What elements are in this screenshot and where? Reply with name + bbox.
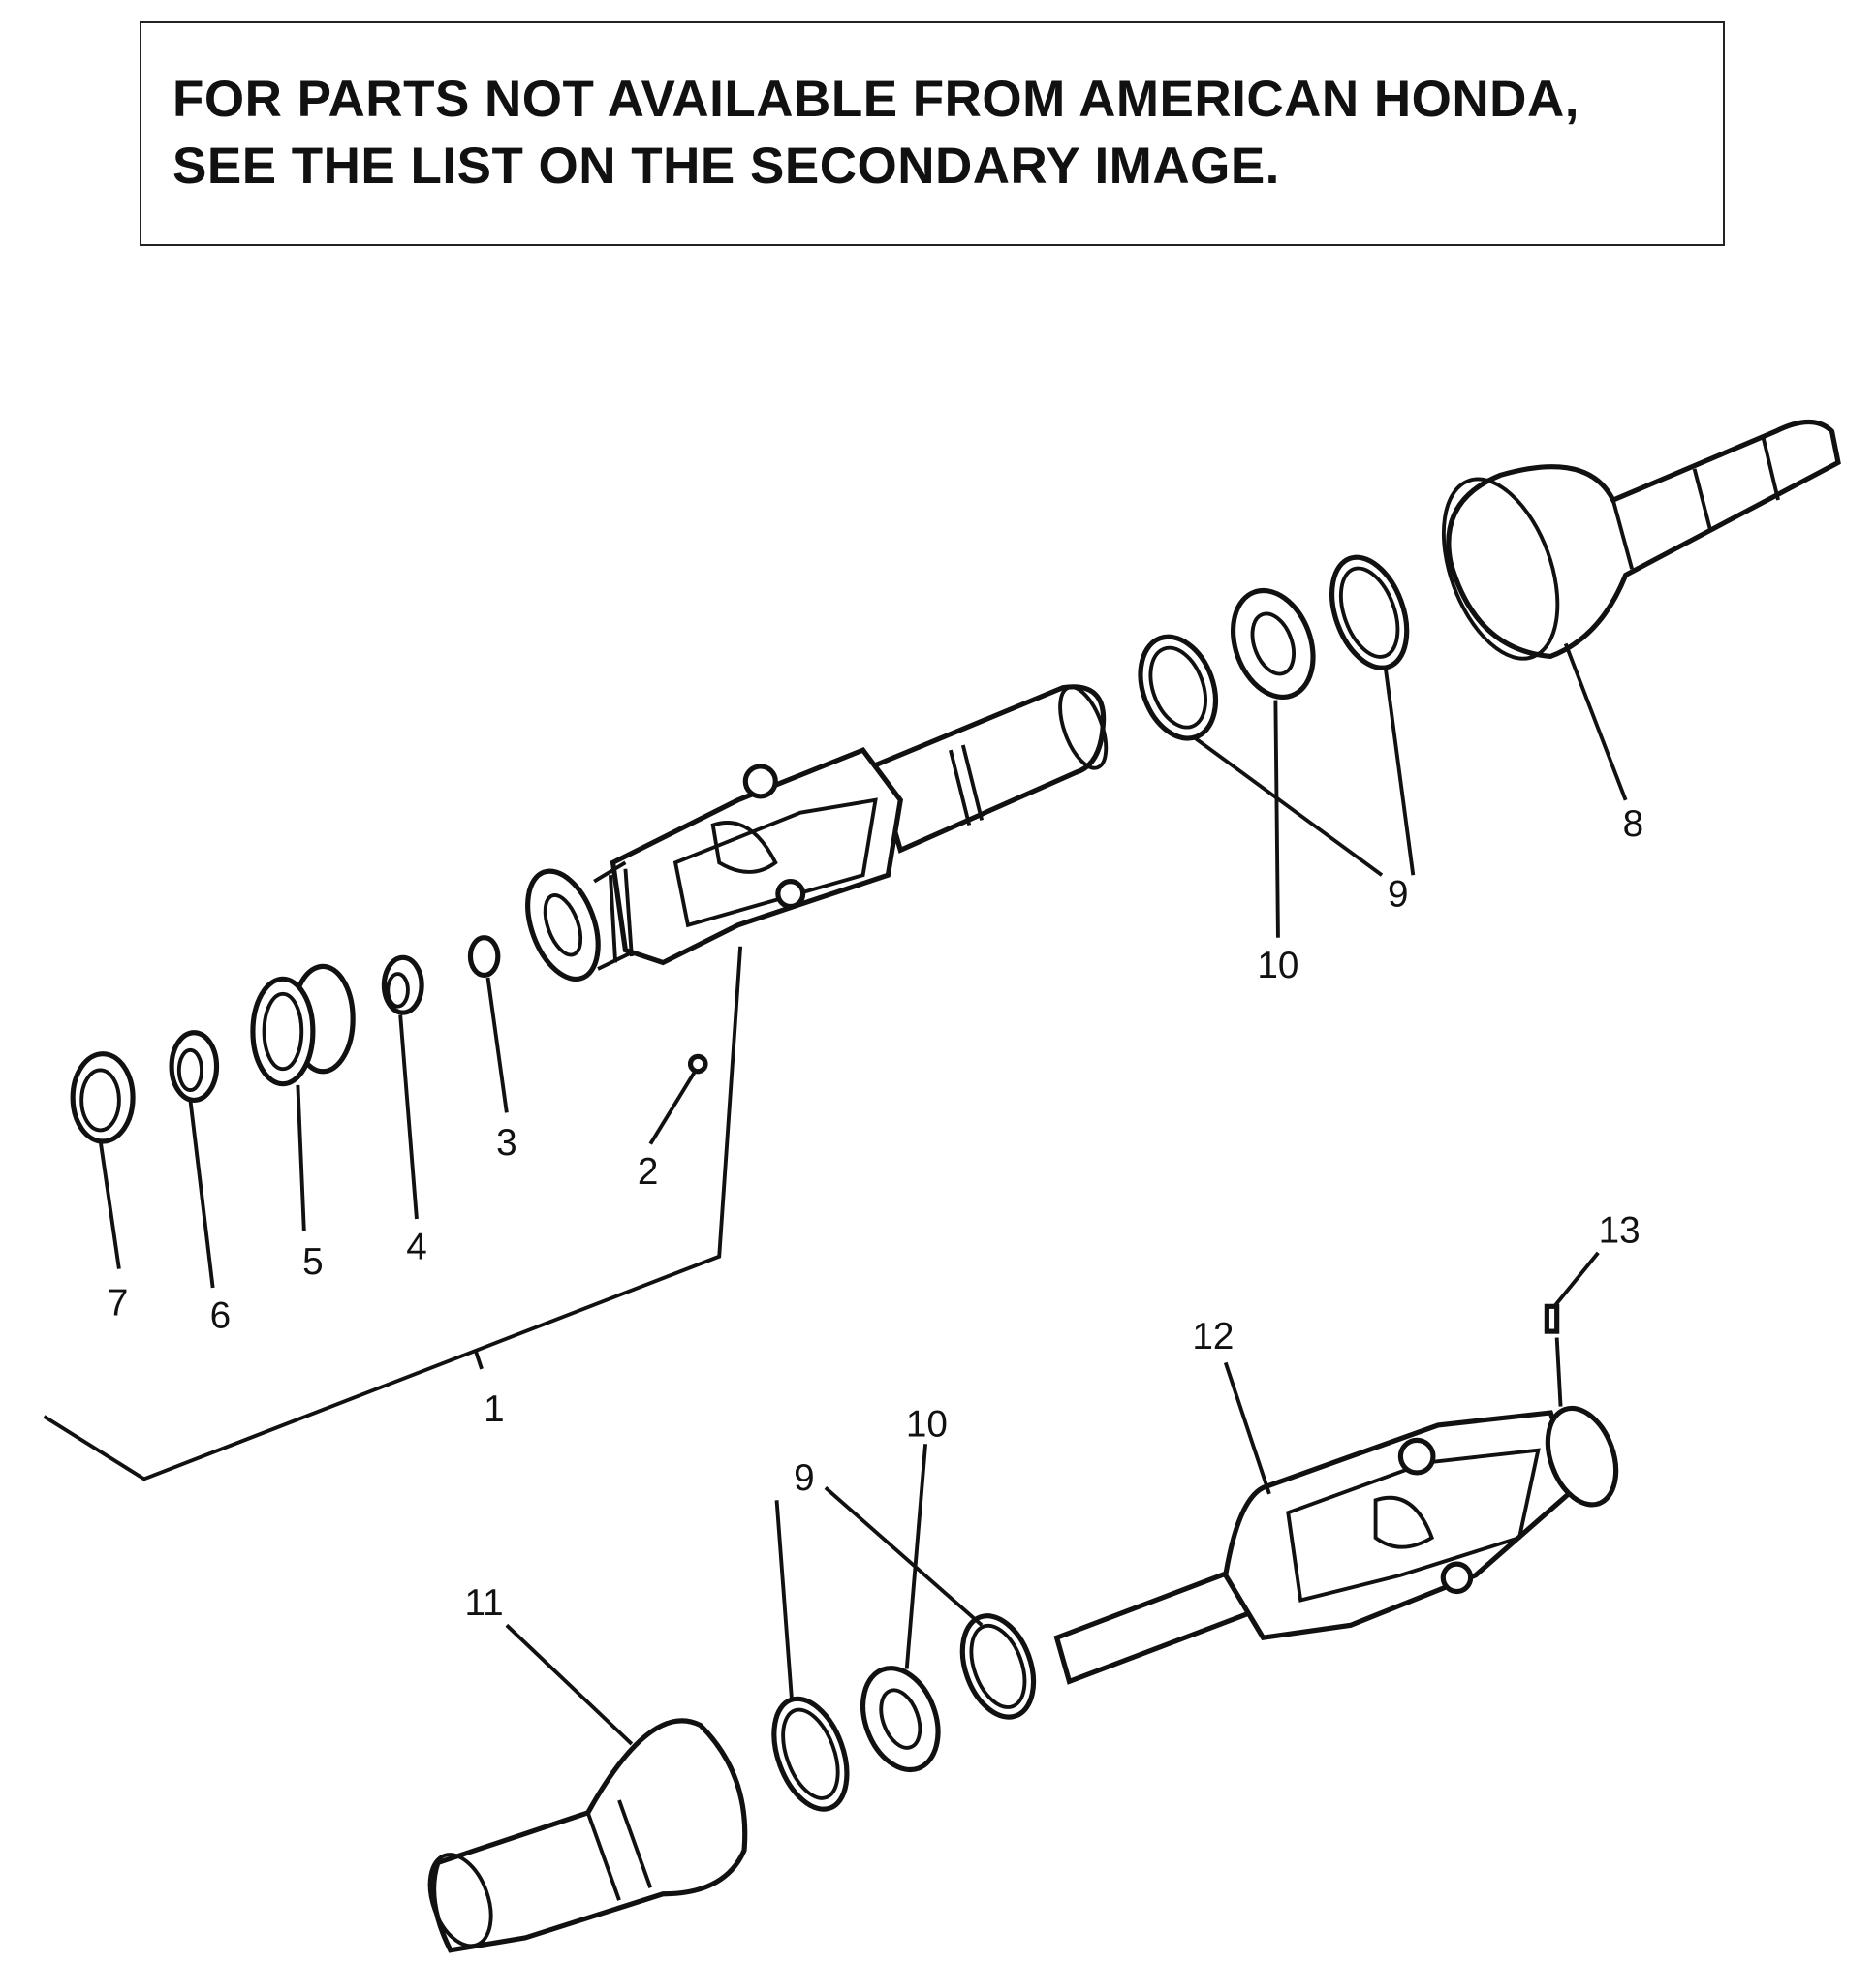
callout-4: 4	[406, 1226, 427, 1267]
part-5-bushing	[250, 963, 356, 1087]
part-3-ring	[467, 935, 501, 978]
callout-10-lower: 10	[906, 1404, 948, 1446]
callout-9-upper: 9	[1388, 873, 1409, 915]
part-13-grease-fitting	[1544, 1303, 1560, 1334]
callout-3: 3	[496, 1122, 517, 1164]
callout-5: 5	[302, 1241, 324, 1283]
callout-1: 1	[484, 1388, 505, 1430]
part-12-yoke-shaft	[1053, 1405, 1619, 1685]
upper-shaft-assembly	[525, 684, 1109, 982]
part-10-bearing-lower	[860, 1666, 941, 1773]
part-9-seal-lower-left	[771, 1696, 850, 1812]
callout-12: 12	[1192, 1316, 1234, 1357]
part-2-ball	[687, 1053, 708, 1075]
part-9-seal-upper-right	[1329, 554, 1410, 670]
part-11-bell-yoke	[427, 1718, 748, 1953]
callout-2: 2	[638, 1151, 659, 1193]
callout-8: 8	[1623, 803, 1644, 845]
leader-lines	[43, 642, 1628, 1746]
parts-availability-notice: FOR PARTS NOT AVAILABLE FROM AMERICAN HO…	[140, 21, 1725, 246]
part-10-bearing-upper	[1230, 587, 1316, 701]
callout-6: 6	[210, 1294, 232, 1336]
callout-7: 7	[108, 1282, 129, 1324]
notice-line-1: FOR PARTS NOT AVAILABLE FROM AMERICAN HO…	[172, 71, 1579, 128]
part-4-ring	[381, 954, 424, 1015]
part-9-seal-lower-right	[959, 1613, 1037, 1720]
callout-10-upper: 10	[1257, 945, 1298, 986]
callout-9-lower: 9	[794, 1457, 815, 1499]
notice-line-2: SEE THE LIST ON THE SECONDARY IMAGE.	[172, 138, 1280, 195]
callout-11: 11	[465, 1582, 504, 1624]
part-8-bell-yoke	[1441, 420, 1841, 661]
callout-13: 13	[1599, 1210, 1641, 1252]
part-9-seal-upper-left	[1138, 634, 1218, 741]
